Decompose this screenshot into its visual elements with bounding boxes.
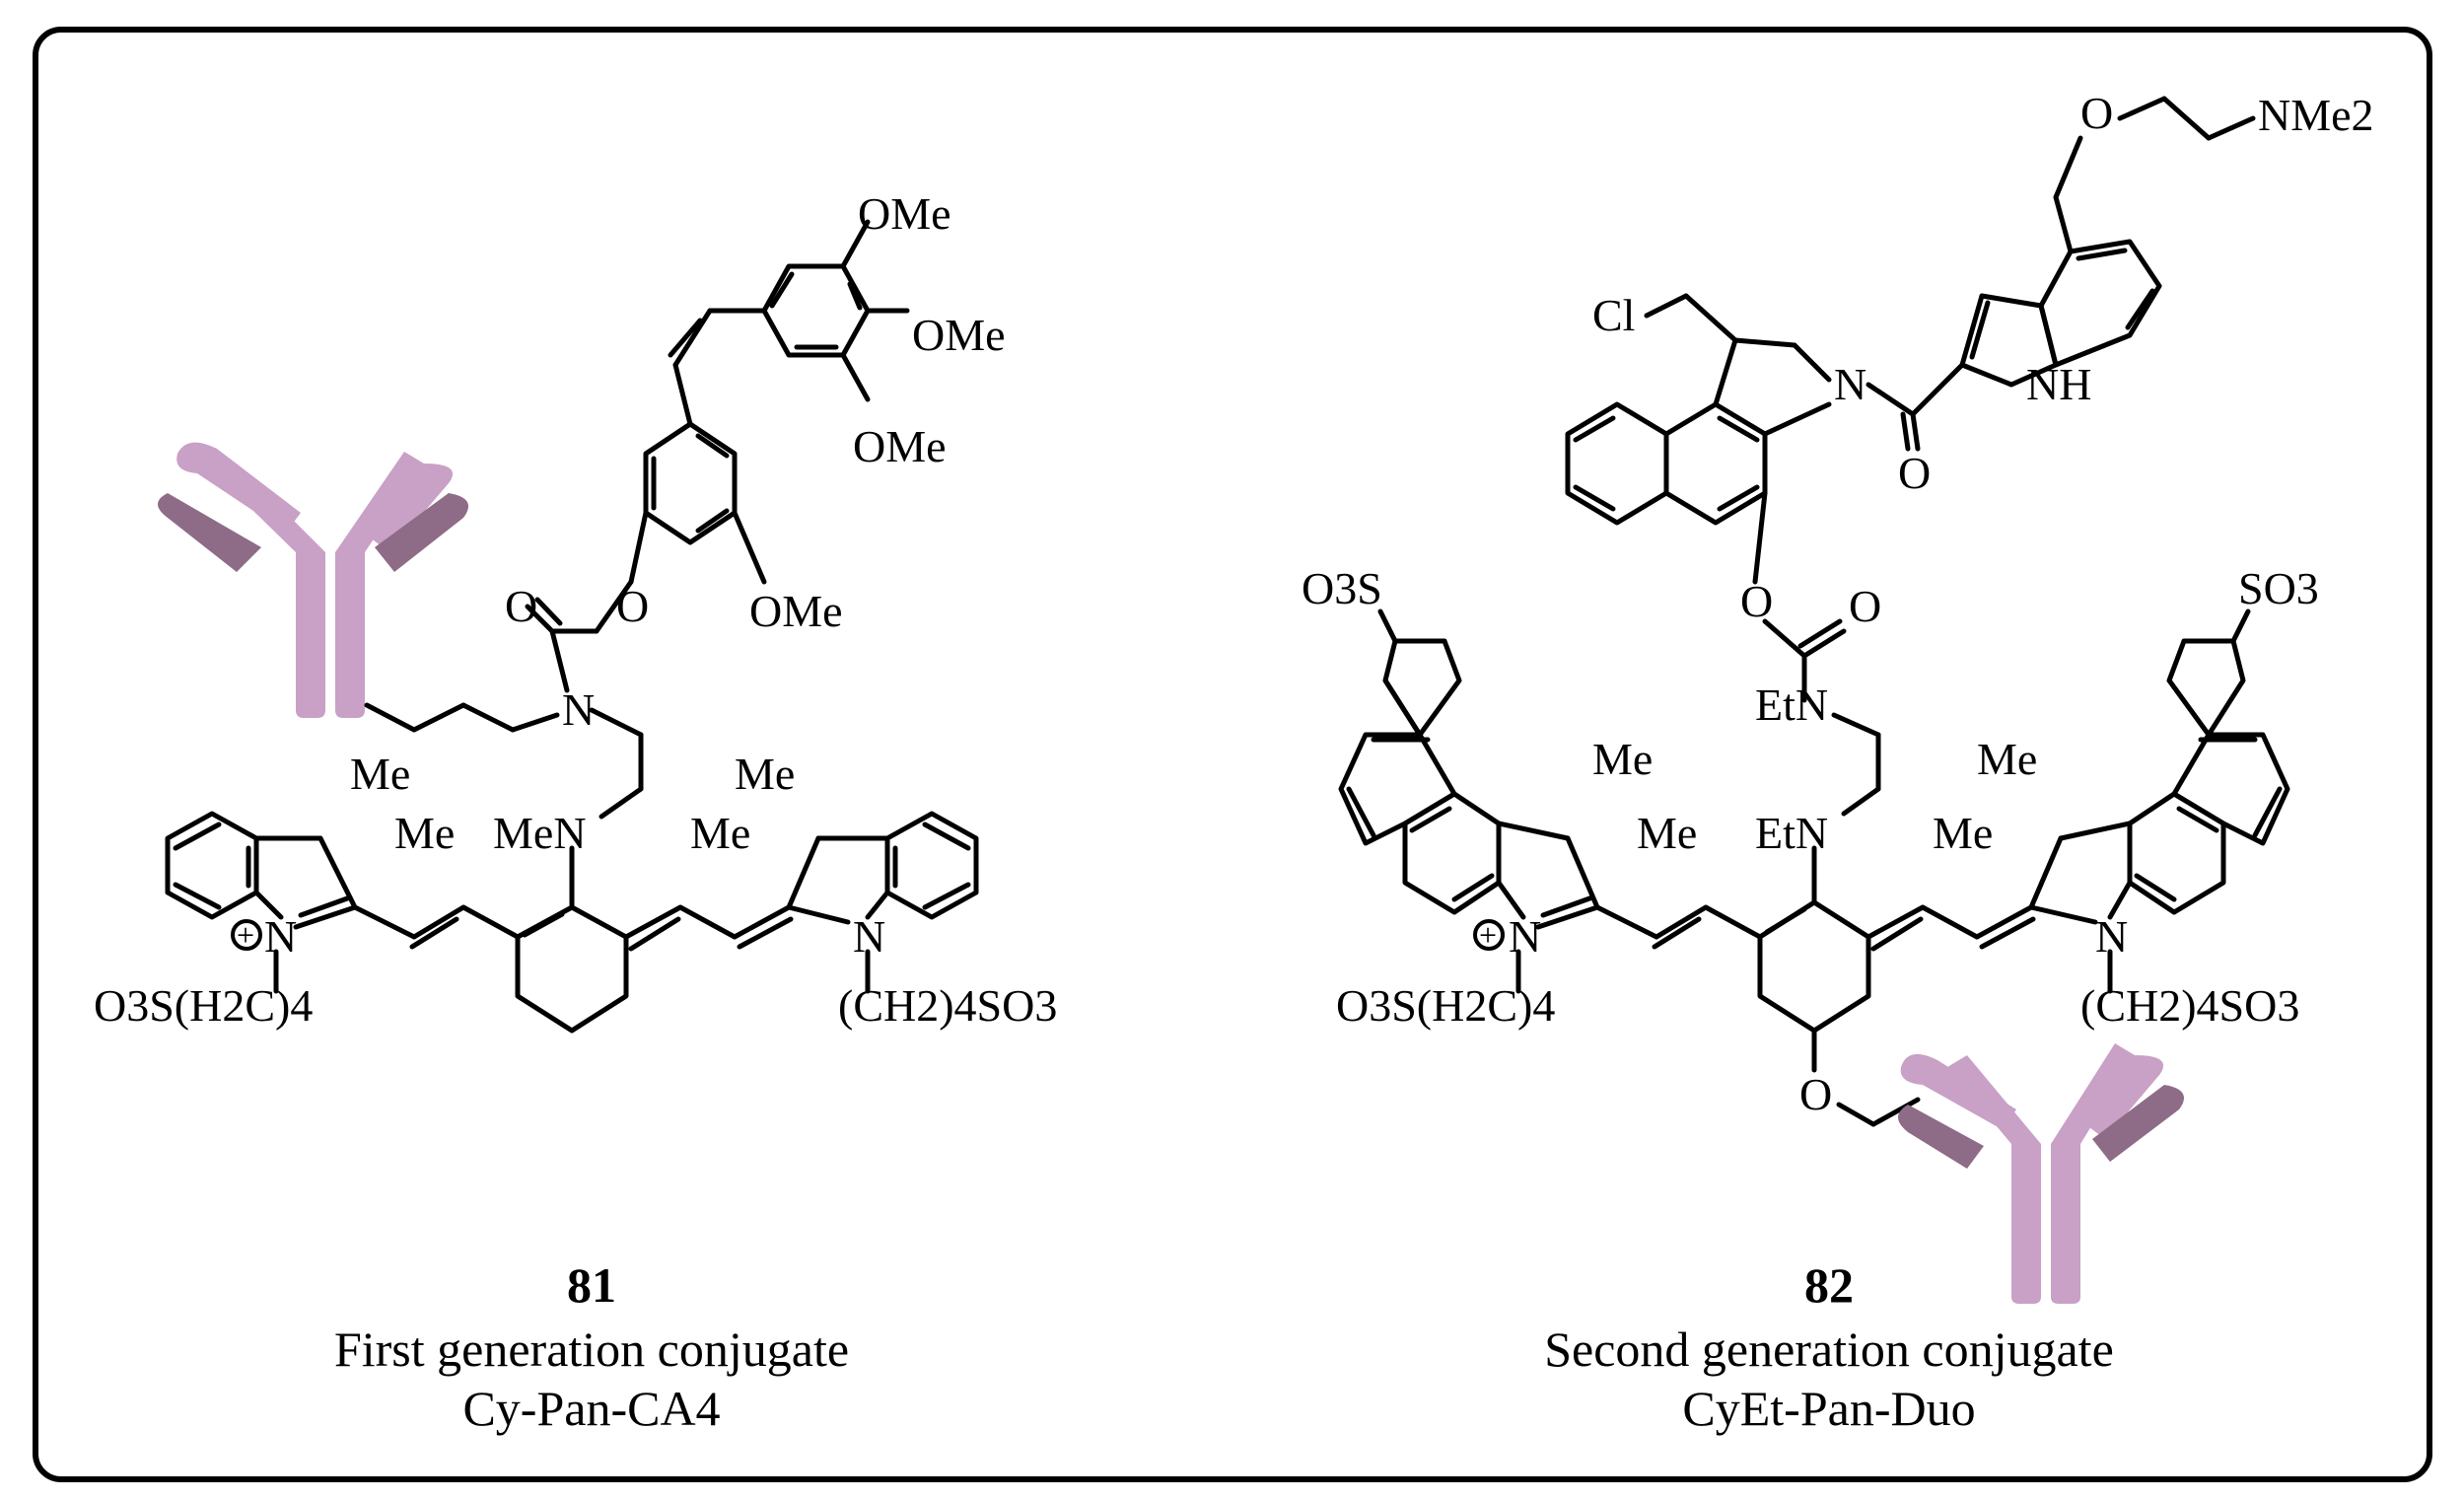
o-carbamate-82: O <box>1740 576 1773 626</box>
ome-mid-81: OMe <box>912 310 1006 360</box>
etn-bottom-82: EtN <box>1755 808 1828 858</box>
compound-number-81: 81 <box>567 1257 616 1313</box>
plus-circle-81 <box>231 919 262 951</box>
o-carbonyl-82: O <box>1849 581 1881 631</box>
nh-label-82: NH <box>2026 359 2091 409</box>
plus-82: + <box>1479 917 1497 953</box>
carbonyl-o-81: O <box>505 581 537 631</box>
me-left-b-81: Me <box>394 808 455 858</box>
compound-81-structure: OMe OMe OMe OMe O O N MeN Me Me Me Me N … <box>94 188 1057 1436</box>
bonds-82 <box>1338 96 2290 1127</box>
me-right-b-82: Me <box>1933 808 1993 858</box>
n-pyrrolidine-82: N <box>1834 359 1866 409</box>
me-right-a-81: Me <box>735 749 795 799</box>
ome-phenol-81: OMe <box>749 586 843 636</box>
so3-left-82: O3S <box>1302 563 1382 613</box>
n-left-82: N <box>1509 911 1541 962</box>
name-82: CyEt-Pan-Duo <box>1682 1381 1975 1436</box>
ome-top-81: OMe <box>858 188 951 239</box>
plus-circle-82 <box>1473 919 1505 951</box>
figure-frame <box>33 27 2432 1482</box>
caption-82: Second generation conjugate <box>1544 1322 2114 1377</box>
o-amide-82: O <box>1898 448 1931 498</box>
antibody-icon-82 <box>1898 1043 2184 1304</box>
sulfonate-right-81: (CH2)4SO3 <box>838 980 1057 1031</box>
o-ether-82: O <box>2080 88 2113 138</box>
caption-81: First generation conjugate <box>334 1322 849 1377</box>
me-right-b-81: Me <box>690 808 750 858</box>
me-left-a-82: Me <box>1592 734 1653 784</box>
sulfonate-left-82: O3S(H2C)4 <box>1336 980 1555 1031</box>
etn-top-82: EtN <box>1755 679 1828 730</box>
me-left-a-81: Me <box>350 749 410 799</box>
n-right-81: N <box>853 911 885 962</box>
so3-right-82: SO3 <box>2238 563 2319 613</box>
ome-low-81: OMe <box>853 421 947 471</box>
compound-number-82: 82 <box>1804 1257 1854 1313</box>
plus-81: + <box>237 917 254 953</box>
n-left-81: N <box>264 911 297 962</box>
nme2-label-82: NMe2 <box>2258 90 2374 140</box>
bonds-81 <box>165 219 979 1034</box>
n-carbamate-81: N <box>562 684 595 735</box>
antibody-icon-81 <box>158 442 468 718</box>
o-cyclohex-82: O <box>1799 1069 1832 1119</box>
men-label-81: MeN <box>493 808 587 858</box>
n-right-82: N <box>2095 911 2128 962</box>
me-right-a-82: Me <box>1977 734 2037 784</box>
ester-o-81: O <box>616 581 649 631</box>
name-81: Cy-Pan-CA4 <box>462 1381 720 1436</box>
cl-label-82: Cl <box>1592 290 1635 340</box>
compound-82-structure: Cl N NH O O NMe2 O O EtN EtN Me Me Me Me… <box>1302 88 2374 1436</box>
sulfonate-left-81: O3S(H2C)4 <box>94 980 313 1031</box>
sulfonate-right-82: (CH2)4SO3 <box>2080 980 2299 1031</box>
me-left-b-82: Me <box>1637 808 1697 858</box>
